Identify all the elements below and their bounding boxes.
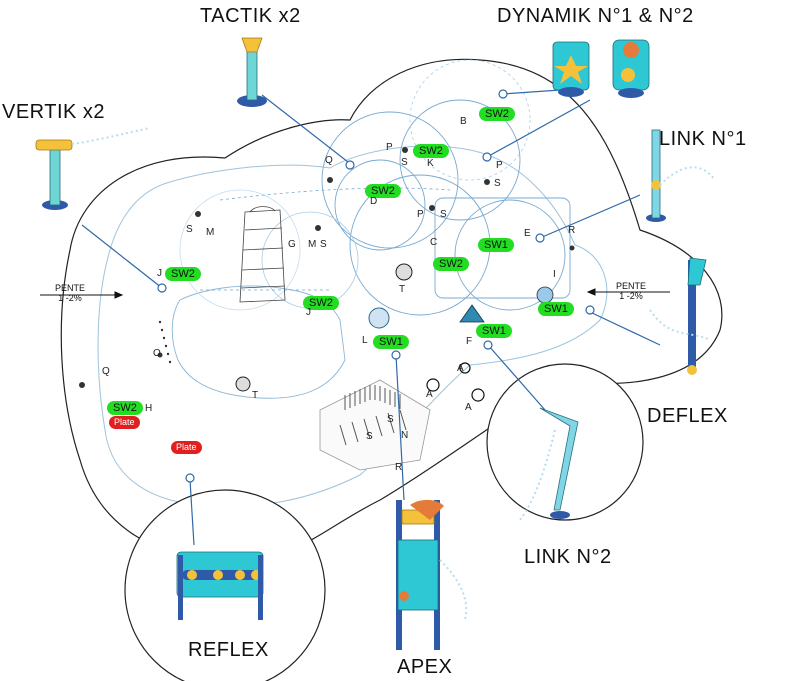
letter-code: R: [568, 225, 576, 236]
letter-code: S: [366, 431, 373, 442]
slope-value: 1 -2%: [58, 293, 82, 303]
letter-code: S: [186, 224, 193, 235]
letter-code: M: [308, 239, 317, 250]
ladder-structure: [239, 206, 286, 303]
slope-word: PENTE: [54, 283, 85, 293]
deflex-illustration: [649, 257, 711, 375]
deflex-title: DEFLEX: [647, 405, 728, 427]
letter-code: S: [401, 157, 408, 168]
dynamik-title: DYNAMIK N°1 & N°2: [497, 5, 694, 27]
letter-code: K: [427, 158, 434, 169]
reflex-illustration: [176, 551, 264, 620]
letter-code: A: [457, 363, 464, 374]
sw-badge: SW1: [373, 335, 409, 349]
letter-code: S: [320, 239, 327, 250]
letter-code: J: [157, 268, 162, 279]
sw-badge: SW2: [433, 257, 469, 271]
sw-badge: SW2: [303, 296, 339, 310]
tactik-title: TACTIK x2: [200, 5, 301, 27]
letter-code: P: [386, 142, 393, 153]
sw-badge: SW1: [538, 302, 574, 316]
letter-code: D: [370, 196, 378, 207]
inner-pad: [171, 285, 346, 399]
plate-badge: Plate: [109, 416, 140, 429]
sw-badge: SW2: [107, 401, 143, 415]
slope-word: PENTE: [615, 281, 646, 291]
letter-code: N: [401, 430, 409, 441]
letter-code: Q: [325, 155, 333, 166]
letter-code: T: [399, 284, 406, 295]
letter-code: M: [206, 227, 215, 238]
inner-slab: [97, 145, 608, 507]
vertik-illustration: [35, 127, 151, 210]
sw-badge: SW1: [478, 238, 514, 252]
vertik-title: VERTIK x2: [2, 101, 106, 123]
link2-illustration: [519, 407, 579, 521]
letter-code: S: [387, 414, 394, 425]
sw-badge: SW2: [479, 107, 515, 121]
letter-code: G: [288, 239, 296, 250]
letter-code: Q: [102, 366, 110, 377]
dynamik-illustration: [552, 39, 650, 98]
sw-badge: SW2: [365, 184, 401, 198]
slope-label-right: PENTE 1 -2%: [608, 281, 654, 301]
plate-badge: Plate: [171, 441, 202, 454]
letter-code: F: [466, 336, 473, 347]
sw-badge: SW1: [476, 324, 512, 338]
apex-title: APEX: [397, 656, 453, 678]
letter-code: E: [524, 228, 531, 239]
tactik-illustration: [237, 37, 267, 107]
reflex-title: REFLEX: [188, 639, 269, 661]
letter-code: H: [145, 403, 153, 414]
letter-code: I: [553, 269, 556, 280]
letter-code: P: [496, 160, 503, 171]
letter-code: S: [440, 209, 447, 220]
letter-code: T: [252, 390, 259, 401]
link1-illustration: [646, 129, 716, 222]
sw-badge: SW2: [413, 144, 449, 158]
letter-code: C: [430, 237, 438, 248]
letter-code: B: [460, 116, 467, 127]
letter-code: L: [362, 335, 368, 346]
letter-code: A: [426, 389, 433, 400]
slope-value: 1 -2%: [619, 291, 643, 301]
letter-code: R: [395, 462, 403, 473]
slope-label-left: PENTE 1 -2%: [47, 283, 93, 303]
letter-code: J: [306, 307, 311, 318]
apex-illustration: [396, 499, 468, 650]
link2-title: LINK N°2: [524, 546, 612, 568]
sw-badge: SW2: [165, 267, 201, 281]
letter-code: S: [494, 178, 501, 189]
link1-title: LINK N°1: [659, 128, 747, 150]
letter-code: A: [465, 402, 472, 413]
letter-code: O: [153, 348, 161, 359]
letter-code: P: [417, 209, 424, 220]
